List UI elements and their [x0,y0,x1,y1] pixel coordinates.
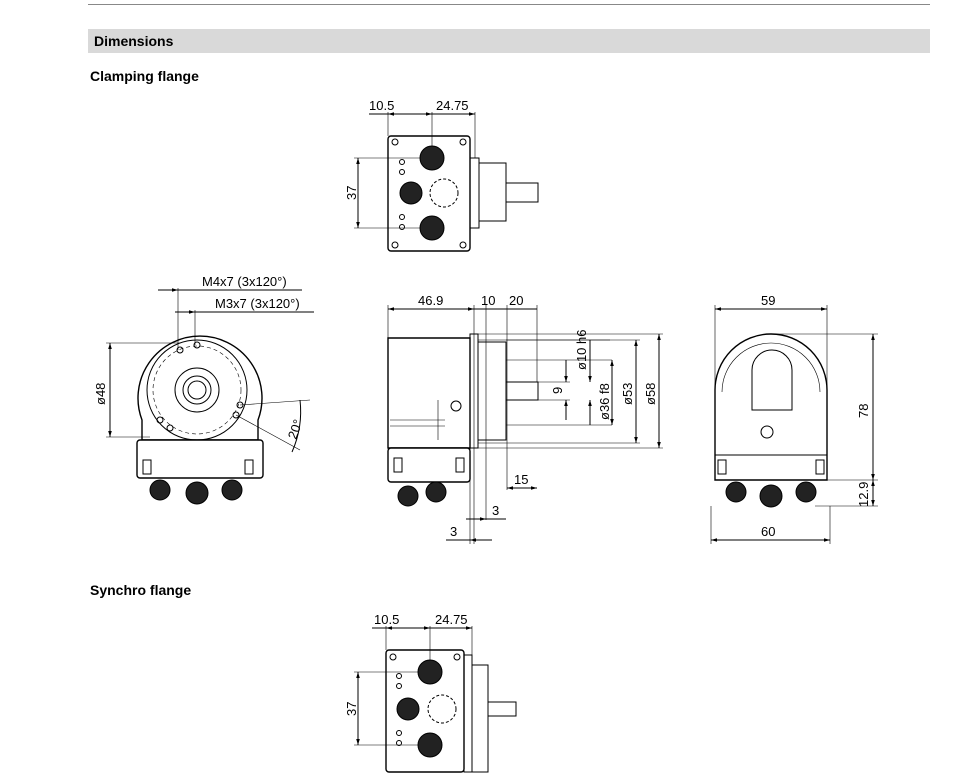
connector-icon [396,697,420,721]
dim-label: 12.9 [856,482,871,507]
top-rule [88,4,930,5]
connector-icon [417,659,443,685]
thread-label: M4x7 (3x120°) [202,274,287,289]
dim-label: 24.75 [435,612,468,627]
dim-label: 78 [856,404,871,418]
connector-icon [795,481,817,503]
connector-icon [425,481,447,503]
connector-icon [149,479,171,501]
dim-label: 10 [481,293,495,308]
dim-label: ø36 f8 [597,383,612,420]
connector-icon [397,485,419,507]
dim-label: 20 [509,293,523,308]
dim-label: ø10 h6 [574,330,589,370]
angle-label: 20° [285,417,306,441]
connector-icon [221,479,243,501]
connector-icon [417,732,443,758]
connector-icon [399,181,423,205]
clamping-rear-view [710,305,878,544]
connector-icon [419,145,445,171]
dim-label: ø53 [620,383,635,405]
dim-label: ø58 [643,383,658,405]
dim-label: 3 [450,524,457,539]
dim-label: 46.9 [418,293,443,308]
dim-label: 9 [550,387,565,394]
ground-icon [760,425,774,439]
connector-icon [185,481,209,505]
connector-icon [725,481,747,503]
dim-label: 10.5 [369,98,394,113]
clamping-side-view [387,305,663,544]
synchro-top-view [354,626,517,773]
dim-label: ø48 [93,383,108,405]
clamping-flange-title: Clamping flange [90,68,199,84]
clamping-top-view [354,112,539,252]
dim-label: 24.75 [436,98,469,113]
dim-label: 37 [344,186,359,200]
dim-label: 3 [492,503,499,518]
thread-label: M3x7 (3x120°) [215,296,300,311]
dim-label: 59 [761,293,775,308]
dim-label: 10.5 [374,612,399,627]
section-title: Dimensions [94,33,174,49]
connector-icon [419,215,445,241]
dim-label: 37 [344,702,359,716]
dim-label: 60 [761,524,775,539]
synchro-flange-title: Synchro flange [90,582,192,598]
dim-label: 15 [514,472,528,487]
connector-icon [759,484,783,508]
clamping-front-view [106,288,314,505]
section-header: Dimensions [88,29,930,53]
